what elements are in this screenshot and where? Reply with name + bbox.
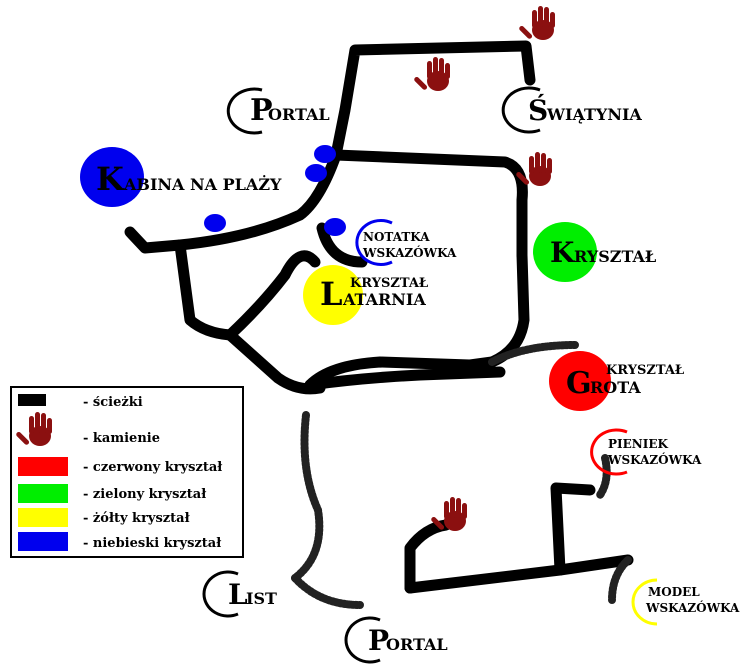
location-model[interactable]: MODEL WSKAZÓWKA	[631, 578, 740, 626]
hand-icon	[413, 57, 450, 91]
legend-label: - kamienie	[83, 431, 160, 446]
location-swiatynia[interactable]: Ś WIĄTYNIA	[501, 86, 642, 134]
blue-crystal	[204, 214, 226, 232]
legend-swatch-path	[18, 394, 46, 406]
latarnia-rest: ATARNIA	[342, 290, 426, 309]
location-list[interactable]: L IST	[202, 570, 277, 618]
grota-initial: G	[566, 366, 592, 401]
latarnia-line1: KRYSZTAŁ	[350, 276, 428, 291]
legend-swatch-red	[18, 457, 68, 476]
blue-crystal	[324, 218, 346, 236]
model-line1: MODEL	[648, 585, 700, 599]
list-rest: IST	[246, 589, 277, 608]
location-grota[interactable]: KRYSZTAŁ G ROTA	[549, 351, 684, 411]
legend-swatch-yellow	[18, 508, 68, 527]
swiatynia-initial: Ś	[528, 93, 548, 127]
legend-label: - zielony kryształ	[83, 487, 207, 502]
location-portal-top[interactable]: P ORTAL	[226, 87, 330, 135]
location-pieniek[interactable]: PIENIEK WSKAZÓWKA	[590, 428, 702, 476]
portal-top-initial: P	[250, 93, 273, 128]
portal-top-rest: ORTAL	[268, 105, 330, 124]
blue-crystal	[314, 145, 336, 163]
blue-crystals	[204, 145, 346, 236]
legend-swatch-blue	[18, 532, 68, 551]
pieniek-line1: PIENIEK	[608, 437, 669, 451]
location-portal-bottom[interactable]: P ORTAL	[344, 616, 448, 664]
grota-rest: ROTA	[590, 378, 641, 397]
portal-bottom-rest: ORTAL	[386, 635, 448, 654]
legend: - ścieżki - kamienie - czerwony kryształ…	[10, 386, 244, 558]
grota-line1: KRYSZTAŁ	[606, 363, 684, 378]
model-line2: WSKAZÓWKA	[645, 599, 740, 615]
latarnia-initial: L	[320, 275, 343, 313]
notatka-line1: NOTATKA	[363, 230, 430, 244]
location-krysztal-green[interactable]: K RYSZTAŁ	[533, 222, 657, 282]
swiatynia-rest: WIĄTYNIA	[546, 105, 642, 124]
notatka-line2: WSKAZÓWKA	[362, 244, 457, 260]
location-kabina[interactable]: K ABINA NA PLAŻY	[80, 147, 282, 207]
krysztal-green-initial: K	[550, 236, 576, 269]
blue-crystal	[305, 164, 327, 182]
legend-swatch-green	[18, 484, 68, 503]
pieniek-line2: WSKAZÓWKA	[607, 451, 702, 467]
legend-label: - niebieski kryształ	[83, 536, 222, 551]
legend-label: - żółty kryształ	[83, 511, 191, 526]
location-notatka[interactable]: NOTATKA WSKAZÓWKA	[355, 219, 457, 266]
list-initial: L	[228, 578, 248, 611]
krysztal-green-rest: RYSZTAŁ	[574, 247, 657, 266]
kabina-initial: K	[96, 160, 125, 198]
hand-icon	[518, 6, 555, 40]
kabina-rest: ABINA NA PLAŻY	[123, 174, 282, 194]
location-latarnia[interactable]: KRYSZTAŁ L ATARNIA	[303, 265, 428, 325]
solid-paths	[124, 40, 634, 594]
legend-label: - czerwony kryształ	[83, 460, 223, 475]
legend-label: - ścieżki	[83, 395, 143, 410]
portal-bottom-initial: P	[368, 624, 389, 657]
